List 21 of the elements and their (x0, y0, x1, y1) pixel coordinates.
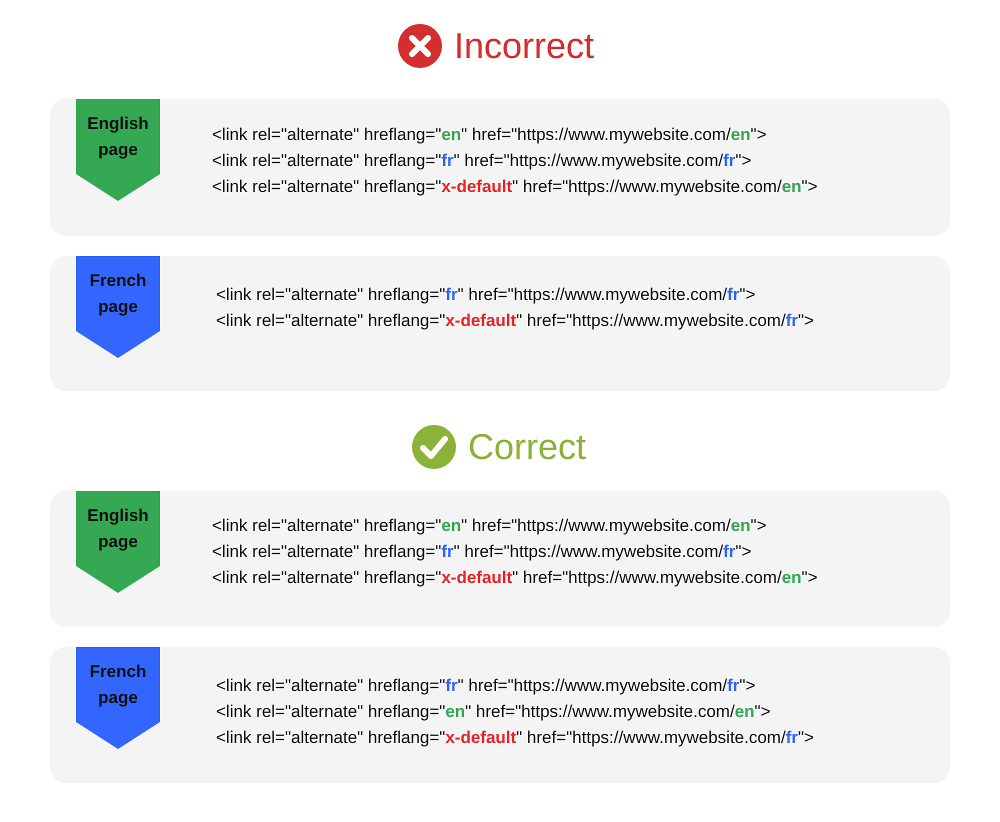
code-line: <link rel="alternate" hreflang="fr" href="https://www.mywebsite.com/fr"> (212, 151, 752, 171)
card (50, 99, 950, 236)
code-line: <link rel="alternate" hreflang="x-default" href="https://www.mywebsite.com/en"> (212, 177, 818, 197)
code-line: <link rel="alternate" hreflang="x-default" href="https://www.mywebsite.com/fr"> (216, 728, 814, 748)
code-line: <link rel="alternate" hreflang="x-default" href="https://www.mywebsite.com/en"> (212, 568, 818, 588)
code-line: <link rel="alternate" hreflang="x-default" href="https://www.mywebsite.com/fr"> (216, 311, 814, 331)
section-heading: Correct (468, 426, 586, 468)
page-badge: French page (76, 256, 160, 358)
page-badge: English page (76, 99, 160, 201)
section-heading: Incorrect (454, 25, 594, 67)
card (50, 256, 950, 391)
page-badge: English page (76, 491, 160, 593)
card (50, 647, 950, 783)
code-line: <link rel="alternate" hreflang="fr" href="https://www.mywebsite.com/fr"> (216, 285, 756, 305)
page-badge: French page (76, 647, 160, 749)
code-line: <link rel="alternate" hreflang="en" href="https://www.mywebsite.com/en"> (212, 125, 767, 145)
code-line: <link rel="alternate" hreflang="en" href="https://www.mywebsite.com/en"> (216, 702, 771, 722)
code-line: <link rel="alternate" hreflang="fr" href="https://www.mywebsite.com/fr"> (212, 542, 752, 562)
card (50, 491, 950, 627)
code-line: <link rel="alternate" hreflang="en" href="https://www.mywebsite.com/en"> (212, 516, 767, 536)
code-line: <link rel="alternate" hreflang="fr" href="https://www.mywebsite.com/fr"> (216, 676, 756, 696)
